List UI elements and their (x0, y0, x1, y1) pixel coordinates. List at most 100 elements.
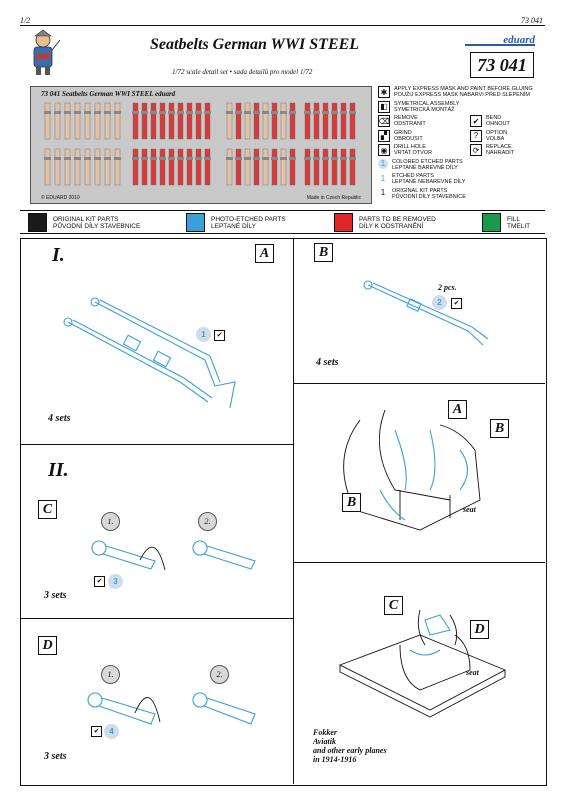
legend-text: PŮVODNÍ DÍLY STAVEBNICE (392, 193, 466, 200)
belt-b-drawing (363, 280, 489, 346)
fret-buckle (244, 111, 251, 114)
color-legend-text: FILL (507, 215, 521, 223)
fret-belt-strip (186, 102, 193, 140)
fret-belt-strip (54, 148, 61, 186)
legend-text: OHNOUT (486, 121, 510, 127)
seat-assembly-view-2 (338, 609, 507, 718)
color-swatch (482, 213, 501, 232)
fret-belt-strip (322, 102, 329, 140)
step-2-d: 2. (210, 665, 229, 684)
fret-belt-strip (150, 148, 157, 186)
part-number-2: 2 (432, 295, 447, 310)
aircraft-note-line: Fokker (313, 728, 337, 737)
fret-buckle (159, 111, 166, 114)
column-divider (293, 238, 294, 784)
remove-icon: ⌫ (378, 115, 390, 127)
fret-buckle (150, 157, 157, 160)
fret-belt-strip (253, 148, 260, 186)
colored-part-icon: 1 (378, 158, 388, 169)
view2-label-c: C (384, 596, 403, 615)
fret-belt-strip (186, 148, 193, 186)
fret-belt-strip (64, 102, 71, 140)
fret-buckle (74, 157, 81, 160)
fret-buckle (253, 111, 260, 114)
fret-belt-strip (64, 148, 71, 186)
legend-text: DRILL HOLE (394, 144, 426, 150)
fret-buckle (289, 111, 296, 114)
row-divider-right-1 (293, 383, 545, 384)
fret-copyright: © EDUARD 2010 (41, 195, 80, 201)
fret-belt-strip (44, 102, 51, 140)
color-swatch (186, 213, 205, 232)
fret-buckle (54, 111, 61, 114)
fret-buckle (186, 111, 193, 114)
fret-belt-strip (141, 148, 148, 186)
view1-seat-label: seat (463, 505, 476, 514)
fret-belt-strip (262, 102, 269, 140)
product-code: 73 041 (470, 52, 534, 78)
option-icon: ? (470, 129, 482, 142)
bend-icon: ✔ (214, 330, 225, 341)
fret-belt-strip (226, 102, 233, 140)
legend-text: LEPTANÉ BAREVNÉ DÍLY (392, 164, 458, 171)
sets-count-d: 3 sets (44, 751, 67, 762)
fret-belt-strip (304, 148, 311, 186)
fret-buckle (349, 157, 356, 160)
fret-belt-strip (289, 102, 296, 140)
fret-belt-strip (94, 148, 101, 186)
view1-label-b-left: B (342, 493, 361, 512)
color-swatch (28, 213, 47, 232)
photo-etched-fret: 73 041 Seatbelts German WWI STEEL eduard… (30, 86, 372, 204)
row-divider-left-2 (20, 618, 293, 619)
legend-text: GRIND (394, 129, 412, 136)
fret-buckle (262, 111, 269, 114)
fret-buckle (94, 157, 101, 160)
fret-buckle (349, 111, 356, 114)
fret-belt-strip (74, 148, 81, 186)
part-number-3: 3 (108, 574, 123, 589)
color-swatch (334, 213, 353, 232)
fret-buckle (195, 157, 202, 160)
fret-belt-strip (235, 148, 242, 186)
legend-text: LEPTANÉ NEBAREVNÉ DÍLY (392, 179, 466, 185)
fret-belt-strip (195, 102, 202, 140)
fret-belt-strip (226, 148, 233, 186)
fret-buckle (150, 111, 157, 114)
fret-buckle (141, 157, 148, 160)
fret-buckle (168, 111, 175, 114)
belt-a-drawing (63, 297, 236, 409)
header-rule (20, 25, 545, 26)
fret-buckle (331, 111, 338, 114)
glue-icon: ✱ (378, 86, 390, 98)
fret-belt-strip (304, 102, 311, 140)
legend-text: APPLY EXPRESS MASK AND PAINT BEFORE GLUI… (394, 86, 533, 92)
page-number: 1/2 (20, 16, 31, 25)
belt-c-drawing (91, 540, 256, 571)
fret-belt-strip (340, 148, 347, 186)
belt-d-drawing (87, 692, 256, 725)
fret-buckle (313, 111, 320, 114)
color-legend-text: PARTS TO BE REMOVED (359, 215, 436, 223)
view2-label-d: D (470, 620, 489, 639)
fret-buckle (280, 157, 287, 160)
fret-buckle (253, 157, 260, 160)
color-legend-text: LEPTANÉ DÍLY (211, 222, 256, 230)
fret-belt-strip (204, 148, 211, 186)
fret-label: 73 041 Seatbelts German WWI STEEL eduard (41, 90, 176, 98)
fret-belt-strip (177, 148, 184, 186)
color-legend-text: ORIGINAL KIT PARTS (53, 215, 119, 223)
part-number-4: 4 (104, 724, 119, 739)
fret-buckle (331, 157, 338, 160)
fret-buckle (84, 157, 91, 160)
legend-text: ODSTRANIT (394, 121, 426, 127)
page-code: 73 041 (521, 16, 543, 25)
fret-belt-strip (244, 102, 251, 140)
